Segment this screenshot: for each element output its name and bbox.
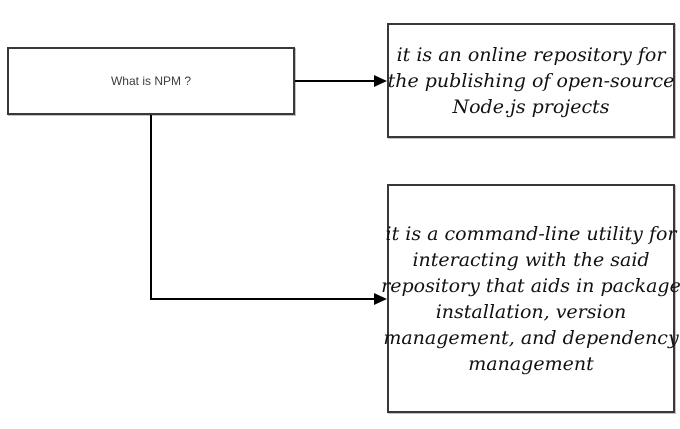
answer-text-line: Node.js projects (452, 95, 610, 118)
answer-text-line: it is an online repository for (396, 43, 666, 66)
arrow-head-icon (374, 293, 387, 305)
answer-text-line: repository that aids in package (381, 274, 680, 297)
connector-line-bottom (150, 298, 377, 300)
answer-text-line: the publishing of open-source (387, 69, 675, 92)
answer-node-cli-utility: it is a command-line utility for interac… (381, 184, 680, 413)
answer-node-repository: it is an online repository for the publi… (387, 23, 675, 138)
arrow-head-icon (374, 75, 387, 87)
question-node: What is NPM ? (7, 47, 295, 115)
connector-line-vertical (150, 115, 152, 300)
question-label: What is NPM ? (110, 74, 191, 88)
answer-text-line: management, and dependency (383, 326, 679, 349)
answer-text-line: it is a command-line utility for (385, 222, 677, 245)
answer-text-line: installation, version (435, 300, 627, 323)
connector-line-top (295, 80, 377, 82)
answer-text-line: interacting with the said (412, 248, 650, 271)
answer-text-line: management (468, 352, 594, 375)
